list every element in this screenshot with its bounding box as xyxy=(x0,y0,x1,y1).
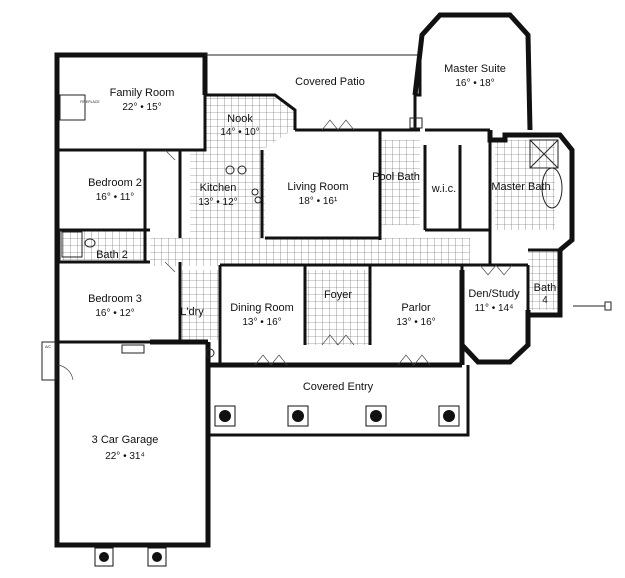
den-study-dims: 11° • 14⁴ xyxy=(475,303,514,314)
bath-4-label: Bath xyxy=(534,282,557,294)
doors xyxy=(57,119,513,381)
fixtures: FIREPLACE A/C xyxy=(41,94,612,381)
foyer-tile xyxy=(305,270,370,345)
bedroom-3-label: Bedroom 3 xyxy=(88,293,142,305)
covered-entry-label: Covered Entry xyxy=(303,381,374,393)
bath-4-sub: 4 xyxy=(542,295,548,306)
kitchen-tile xyxy=(190,150,265,238)
entry-columns xyxy=(214,405,460,427)
ac-label: A/C xyxy=(45,345,51,349)
parlor-label: Parlor xyxy=(401,302,431,314)
bath-2-label: Bath 2 xyxy=(96,249,128,261)
laundry-tile xyxy=(180,270,220,340)
garage-dims: 22° • 31⁴ xyxy=(105,451,145,462)
bath2-tile xyxy=(62,230,147,260)
master-suite-dims: 16° • 18° xyxy=(455,78,494,89)
fireplace-label: FIREPLACE xyxy=(80,100,100,104)
room-labels: Family Room 22° • 15° Covered Patio Mast… xyxy=(88,63,556,462)
dining-room-dims: 13° • 16° xyxy=(242,317,281,328)
laundry-label: L'dry xyxy=(180,306,204,318)
bedroom-2-dims: 16° • 11° xyxy=(96,192,135,203)
nook-label: Nook xyxy=(227,113,253,125)
pool-bath-label: Pool Bath xyxy=(372,171,420,183)
garage-label: 3 Car Garage xyxy=(92,434,159,446)
living-room-label: Living Room xyxy=(287,181,348,193)
kitchen-dims: 13° • 12° xyxy=(198,197,237,208)
parlor-dims: 13° • 16° xyxy=(396,317,435,328)
wic-label: w.i.c. xyxy=(431,183,456,195)
bath4-tile xyxy=(528,250,558,310)
family-room-dims: 22° • 15° xyxy=(122,102,161,113)
master-suite-label: Master Suite xyxy=(444,63,506,75)
nook-dims: 14° • 10° xyxy=(220,127,259,138)
poolbath-tile xyxy=(380,140,420,225)
fireplace-icon xyxy=(59,94,86,121)
den-study-label: Den/Study xyxy=(468,288,520,300)
exterior-walls xyxy=(54,12,575,548)
family-room-label: Family Room xyxy=(110,87,175,99)
living-room-dims: 18° • 16¹ xyxy=(299,196,338,207)
bedroom-3-dims: 16° • 12° xyxy=(95,308,134,319)
water-heater-icon xyxy=(205,348,215,358)
interior-walls xyxy=(57,93,560,365)
covered-patio-label: Covered Patio xyxy=(295,76,365,88)
hallway-tile xyxy=(150,238,470,266)
garage-columns xyxy=(94,547,167,567)
nook-tile xyxy=(205,95,295,160)
foyer-label: Foyer xyxy=(324,289,352,301)
bedroom-2-label: Bedroom 2 xyxy=(88,177,142,189)
master-bath-label: Master Bath xyxy=(491,181,550,193)
dining-room-label: Dining Room xyxy=(230,302,294,314)
kitchen-label: Kitchen xyxy=(200,182,237,194)
tile-areas xyxy=(62,95,558,345)
